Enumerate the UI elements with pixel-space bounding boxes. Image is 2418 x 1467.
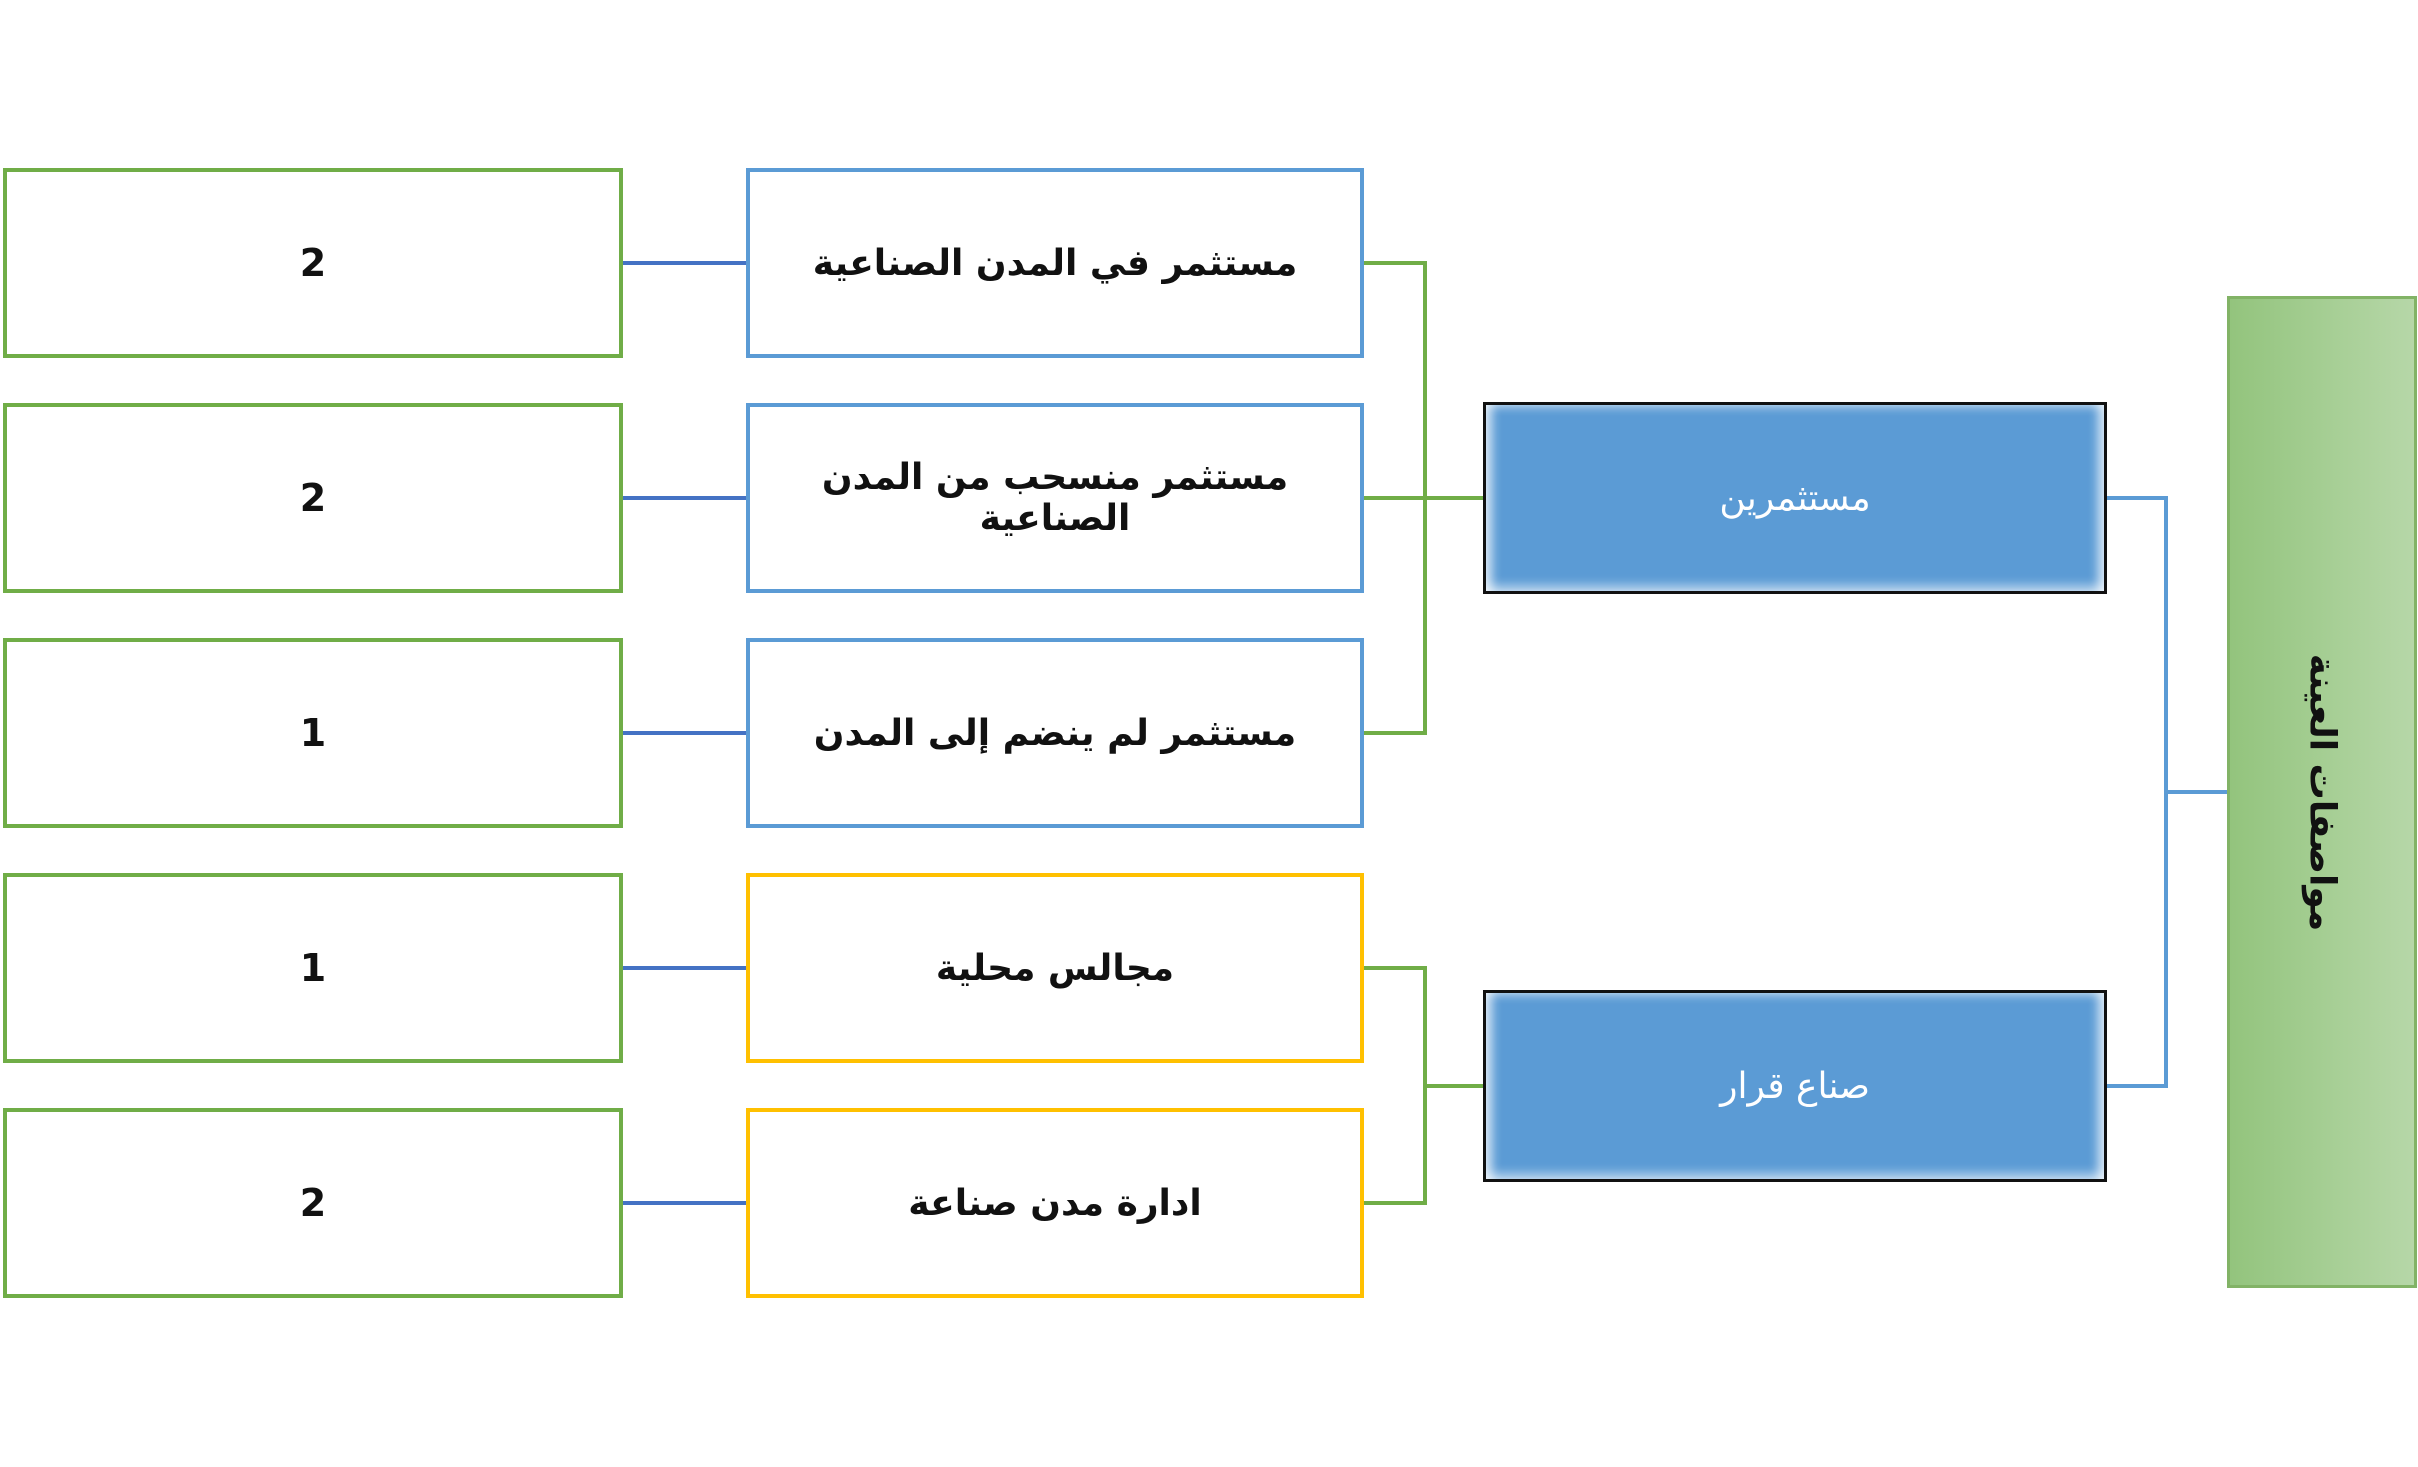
- root-sample-specs: مواصفات العينة: [2227, 296, 2417, 1288]
- count-box-5: 2: [3, 1108, 623, 1298]
- item-label: مجالس محلية: [935, 947, 1175, 989]
- group-investors: مستثمرين: [1483, 402, 2107, 594]
- item-cities-administration: ادارة مدن صناعة: [746, 1108, 1364, 1298]
- bracket-investors: [1364, 261, 1483, 735]
- count-box-4: 1: [3, 873, 623, 1063]
- item-investor-withdrawn: مستثمر منسحب من المدن الصناعية: [746, 403, 1364, 593]
- item-label: ادارة مدن صناعة: [908, 1182, 1202, 1224]
- item-investor-not-joined: مستثمر لم ينضم إلى المدن: [746, 638, 1364, 828]
- count-value: 2: [299, 1181, 327, 1225]
- item-label: مستثمر في المدن الصناعية: [812, 242, 1298, 284]
- count-value: 1: [299, 946, 327, 990]
- group-label: مستثمرين: [1719, 477, 1871, 519]
- count-box-3: 1: [3, 638, 623, 828]
- item-local-councils: مجالس محلية: [746, 873, 1364, 1063]
- count-box-2: 2: [3, 403, 623, 593]
- count-value: 1: [299, 711, 327, 755]
- bracket-root: [2107, 496, 2227, 1088]
- item-investor-in-cities: مستثمر في المدن الصناعية: [746, 168, 1364, 358]
- count-box-1: 2: [3, 168, 623, 358]
- group-decision-makers: صناع قرار: [1483, 990, 2107, 1182]
- group-label: صناع قرار: [1720, 1065, 1870, 1107]
- item-label: مستثمر لم ينضم إلى المدن: [813, 712, 1297, 754]
- bracket-decision-makers: [1364, 966, 1483, 1205]
- item-label: مستثمر منسحب من المدن الصناعية: [821, 457, 1289, 539]
- root-label: مواصفات العينة: [2301, 653, 2343, 931]
- count-value: 2: [299, 476, 327, 520]
- count-value: 2: [299, 241, 327, 285]
